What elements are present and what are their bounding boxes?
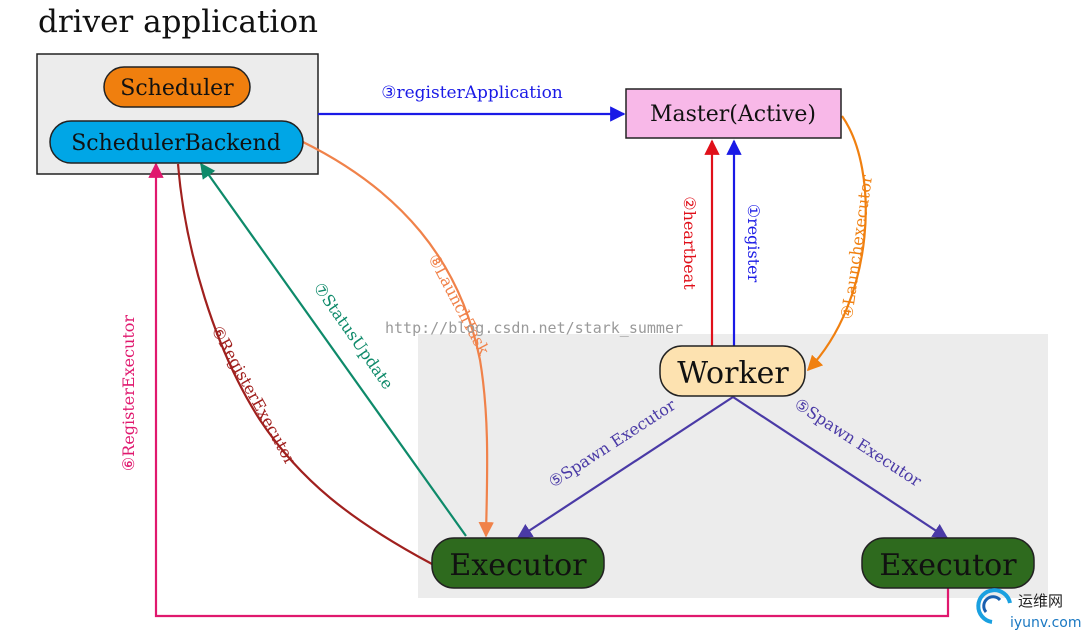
iyunv-swirl-icon [976,588,1012,624]
edge-register-executor-outer [148,162,950,618]
label-register-executor-outer: ⑥RegisterExecutor [119,315,138,471]
executor-left-label: Executor [449,548,587,583]
watermark-brand-cn: 运维网 [1018,592,1063,610]
edge-spawn-executor-right [732,396,949,539]
label-launch-executor: ④Launchexecutor [837,174,876,321]
watermark-brand-en: iyunv.com [1010,615,1081,631]
iyunv-logo [976,588,1012,624]
executor-right-label: Executor [879,548,1017,583]
worker-label: Worker [677,356,789,391]
label-register: ①register [744,204,763,283]
edge-launch-task [302,141,494,538]
watermark-url: http://blog.csdn.net/stark_summer [385,319,683,337]
scheduler-backend-label: SchedulerBackend [71,131,281,156]
scheduler-backend-node [49,120,304,164]
master-node [625,88,842,139]
executor-left-node [431,537,605,589]
label-heartbeat: ②heartbeat [680,196,699,290]
executor-right-node [861,537,1035,589]
worker-node [659,345,806,397]
scheduler-node [103,66,251,108]
edge-spawn-executor-left [516,396,734,539]
edge-register-executor-inner [176,163,433,565]
master-label: Master(Active) [650,102,816,127]
scheduler-label: Scheduler [120,76,234,101]
label-register-application: ③registerApplication [381,83,563,103]
label-register-executor-inner: ⑥RegisterExecutor [208,322,300,468]
edge-launch-executor [806,115,867,372]
edge-status-update [200,162,467,537]
diagram-title: driver application [38,4,318,40]
